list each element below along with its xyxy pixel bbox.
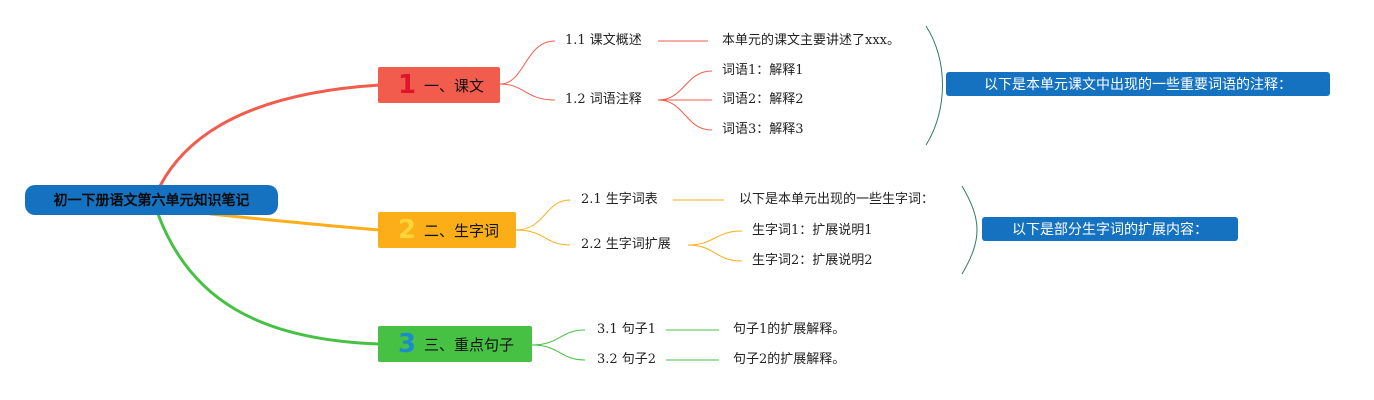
connector-b1-detail2 bbox=[657, 70, 713, 101]
summary-bracket-2 bbox=[961, 185, 978, 275]
detail-2-1-1[interactable]: 以下是本单元出现的一些生字词： bbox=[739, 192, 935, 207]
detail-1-2-3[interactable]: 词语3：解释3 bbox=[722, 122, 804, 137]
connector-b2-detail3 bbox=[687, 244, 743, 262]
detail-3-2-1[interactable]: 句子2的扩展解释。 bbox=[733, 352, 846, 367]
summary-callout-1[interactable]: 以下是本单元课文中出现的一些重要词语的注释： bbox=[946, 72, 1330, 96]
detail-1-2-2[interactable]: 词语2：解释2 bbox=[722, 92, 804, 107]
summary-callout-2[interactable]: 以下是部分生字词的扩展内容： bbox=[982, 217, 1238, 241]
connector-b1-sub1 bbox=[499, 40, 556, 85]
root-label: 初一下册语文第六单元知识笔记 bbox=[53, 193, 250, 209]
subtopic-1-2[interactable]: 1.2 词语注释 bbox=[565, 92, 642, 107]
detail-1-1-1[interactable]: 本单元的课文主要讲述了xxx。 bbox=[722, 33, 900, 48]
connector-root-branch3 bbox=[156, 213, 381, 346]
detail-2-2-2[interactable]: 生字词2：扩展说明2 bbox=[752, 253, 873, 268]
subtopic-2-1[interactable]: 2.1 生字词表 bbox=[581, 192, 658, 207]
subtopic-2-2[interactable]: 2.2 生字词扩展 bbox=[581, 237, 671, 252]
connector-b2-detail2 bbox=[687, 230, 743, 246]
connector-b1-detail4 bbox=[657, 99, 713, 131]
connector-b2-sub1 bbox=[515, 199, 571, 231]
connector-b2-sub2 bbox=[515, 229, 571, 246]
connector-root-branch1 bbox=[158, 83, 381, 187]
detail-2-2-1[interactable]: 生字词1：扩展说明1 bbox=[752, 223, 873, 238]
detail-1-2-1[interactable]: 词语1：解释1 bbox=[722, 63, 804, 78]
branch-node-2[interactable]: 2 二、生字词 bbox=[378, 212, 516, 248]
branch-node-1[interactable]: 1 一、课文 bbox=[378, 67, 500, 103]
branch-number-3: 3 bbox=[397, 329, 417, 359]
branch-number-2: 2 bbox=[397, 215, 417, 245]
summary-bracket-1 bbox=[925, 25, 943, 146]
connector-b3-sub1 bbox=[531, 329, 586, 346]
connector-root-branch2 bbox=[209, 212, 381, 232]
branch-number-1: 1 bbox=[397, 70, 417, 100]
subtopic-1-1[interactable]: 1.1 课文概述 bbox=[565, 33, 642, 48]
summary-callout-2-label: 以下是部分生字词的扩展内容： bbox=[1012, 222, 1208, 238]
branch-label-1: 一、课文 bbox=[424, 76, 485, 95]
root-node[interactable]: 初一下册语文第六单元知识笔记 bbox=[25, 185, 278, 215]
connector-b1-sub2 bbox=[499, 83, 556, 101]
branch-node-3[interactable]: 3 三、重点句子 bbox=[378, 326, 532, 362]
detail-3-1-1[interactable]: 句子1的扩展解释。 bbox=[733, 322, 846, 337]
branch-label-3: 三、重点句子 bbox=[424, 335, 515, 354]
subtopic-3-1[interactable]: 3.1 句子1 bbox=[597, 322, 657, 337]
summary-callout-1-label: 以下是本单元课文中出现的一些重要词语的注释： bbox=[984, 77, 1292, 93]
branch-label-2: 二、生字词 bbox=[424, 221, 500, 240]
subtopic-3-2[interactable]: 3.2 句子2 bbox=[597, 352, 657, 367]
connector-b3-sub2 bbox=[531, 344, 586, 361]
